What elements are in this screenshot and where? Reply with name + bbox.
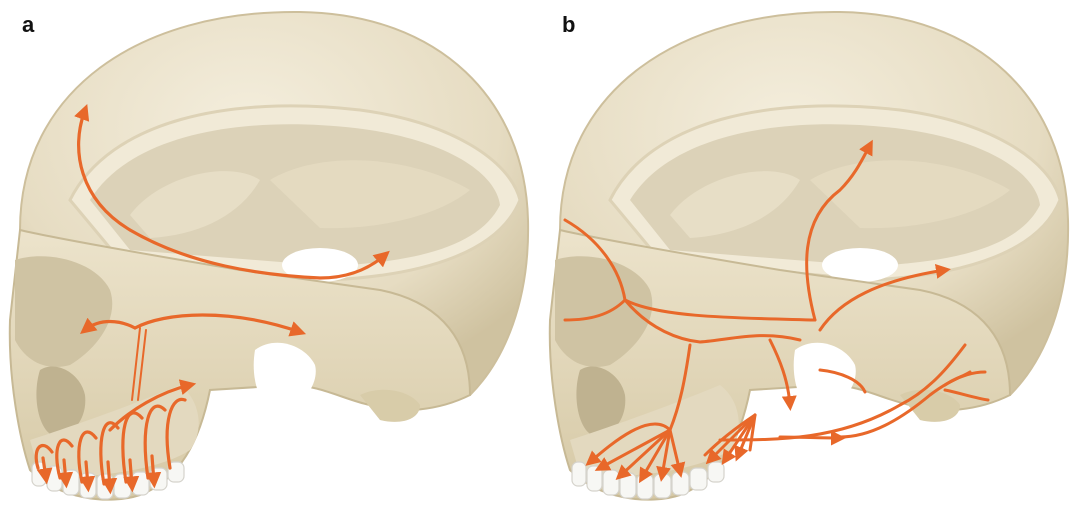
skull-illustration-a	[0, 0, 540, 528]
panel-a: a	[0, 0, 540, 528]
panel-b: b	[540, 0, 1080, 528]
panel-label: a	[22, 12, 34, 38]
panel-label: b	[562, 12, 575, 38]
skull-illustration-b	[540, 0, 1080, 528]
